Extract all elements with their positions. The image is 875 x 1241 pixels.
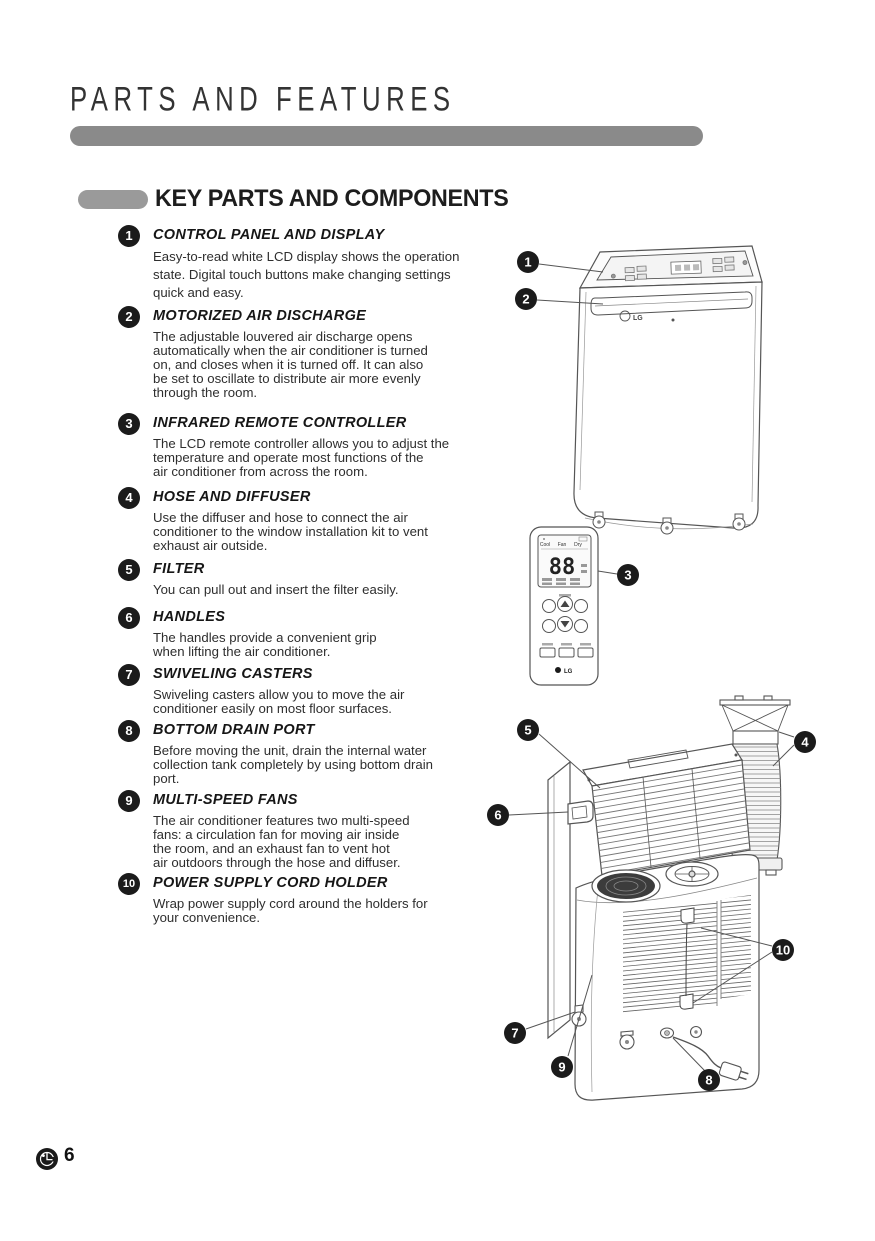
svg-text:7: 7 (511, 1026, 518, 1041)
part-number-badge: 10 (118, 873, 140, 895)
svg-text:3: 3 (624, 568, 631, 583)
remote-lcd-temperature: 88 (549, 555, 576, 580)
remote-lcd-mode-cool: Cool (540, 542, 550, 548)
part-item-8: 8 BOTTOM DRAIN PORT Before moving the un… (118, 720, 490, 786)
callout-10: 10 (772, 939, 794, 961)
part-number-badge: 8 (118, 720, 140, 742)
part-item-2: 2 MOTORIZED AIR DISCHARGE The adjustable… (118, 306, 490, 400)
svg-text:8: 8 (705, 1073, 712, 1088)
part-number-badge: 4 (118, 487, 140, 509)
section-bullet-bar (78, 189, 148, 209)
header-rule-bar (70, 126, 703, 146)
part-description: Easy-to-read white LCD display shows the… (153, 249, 460, 300)
part-title: BOTTOM DRAIN PORT (153, 722, 315, 738)
remote-controller-illustration: Cool Fan Dry 88 LG 3 (529, 526, 639, 686)
part-item-6: 6 HANDLES The handles provide a convenie… (118, 607, 490, 659)
callout-1: 1 (517, 251, 539, 273)
part-description: The adjustable louvered air discharge op… (153, 329, 428, 400)
part-description: You can pull out and insert the filter e… (153, 582, 399, 597)
lg-logo-remote: LG (564, 669, 573, 675)
part-number-badge: 7 (118, 664, 140, 686)
part-title: SWIVELING CASTERS (153, 666, 313, 682)
power-plug-drawing (718, 1061, 749, 1081)
part-item-5: 5 FILTER You can pull out and insert the… (118, 559, 490, 597)
part-description: Wrap power supply cord around the holder… (153, 896, 428, 925)
svg-text:2: 2 (522, 292, 529, 307)
part-number-badge: 2 (118, 306, 140, 328)
svg-text:9: 9 (558, 1060, 565, 1075)
part-title: MULTI-SPEED FANS (153, 792, 298, 808)
page-title: PARTS AND FEATURES (70, 80, 456, 118)
part-title: MOTORIZED AIR DISCHARGE (153, 308, 367, 324)
part-description: Swiveling casters allow you to move the … (153, 687, 405, 716)
part-title: INFRARED REMOTE CONTROLLER (153, 415, 407, 431)
part-title: CONTROL PANEL AND DISPLAY (153, 227, 385, 243)
part-number-badge: 9 (118, 790, 140, 812)
part-number-badge: 5 (118, 559, 140, 581)
callout-6: 6 (487, 804, 509, 826)
remote-lcd-mode-dry: Dry (574, 542, 582, 548)
part-item-9: 9 MULTI-SPEED FANS The air conditioner f… (118, 790, 490, 870)
part-description: The air conditioner features two multi-s… (153, 813, 410, 870)
svg-text:10: 10 (776, 943, 790, 958)
part-description: The handles provide a convenient grip wh… (153, 630, 377, 659)
cord-holder-top (680, 907, 695, 924)
part-description: Before moving the unit, drain the intern… (153, 743, 434, 786)
part-description: The LCD remote controller allows you to … (153, 436, 450, 479)
callout-4: 4 (794, 731, 816, 753)
callout-7: 7 (504, 1022, 526, 1044)
front-view-illustration: LG 1 2 (515, 245, 763, 535)
rear-view-and-hose-illustration: 5 4 6 10 7 9 8 (487, 695, 816, 1101)
section-heading: KEY PARTS AND COMPONENTS (78, 185, 519, 212)
svg-text:5: 5 (524, 723, 531, 738)
part-title: HANDLES (153, 609, 226, 625)
part-item-3: 3 INFRARED REMOTE CONTROLLER The LCD rem… (118, 413, 490, 479)
part-item-1: 1 CONTROL PANEL AND DISPLAY Easy-to-read… (118, 225, 490, 302)
page-number: 6 (64, 1145, 75, 1166)
part-number-badge: 6 (118, 607, 140, 629)
svg-text:6: 6 (494, 808, 501, 823)
part-item-7: 7 SWIVELING CASTERS Swiveling casters al… (118, 664, 490, 716)
callout-5: 5 (517, 719, 539, 741)
section-title: KEY PARTS AND COMPONENTS (155, 185, 509, 212)
lg-logo-front: LG (633, 315, 643, 322)
svg-text:4: 4 (801, 735, 809, 750)
callout-8: 8 (698, 1069, 720, 1091)
callout-3: 3 (617, 564, 639, 586)
part-number-badge: 3 (118, 413, 140, 435)
part-item-4: 4 HOSE AND DIFFUSER Use the diffuser and… (118, 487, 490, 553)
part-title: HOSE AND DIFFUSER (153, 489, 311, 505)
part-title: POWER SUPPLY CORD HOLDER (153, 875, 388, 891)
part-number-badge: 1 (118, 225, 140, 247)
svg-text:1: 1 (524, 255, 531, 270)
callout-2: 2 (515, 288, 537, 310)
cord-holder-bottom (679, 993, 694, 1010)
remote-lcd-mode-fan: Fan (558, 542, 567, 548)
callout-9: 9 (551, 1056, 573, 1078)
part-item-10: 10 POWER SUPPLY CORD HOLDER Wrap power s… (118, 873, 490, 925)
lg-logo-icon (36, 1148, 58, 1170)
part-title: FILTER (153, 561, 205, 577)
part-description: Use the diffuser and hose to connect the… (153, 510, 428, 553)
